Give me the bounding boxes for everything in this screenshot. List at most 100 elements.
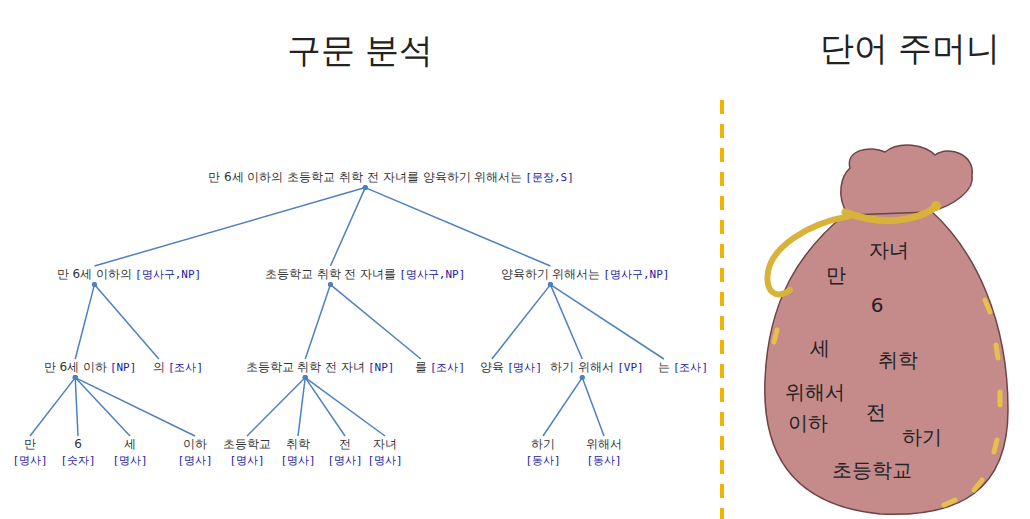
bag-stitch: [774, 330, 777, 342]
bag-rope-loop: [768, 216, 850, 294]
tree-branch: [305, 378, 385, 436]
bag-word: 자녀: [869, 238, 909, 262]
branch-dot: [328, 282, 333, 287]
branch-dot: [303, 375, 308, 380]
phrase-text: 전: [339, 437, 351, 453]
pos-tag: [명사]: [112, 454, 147, 468]
bag-body: [765, 210, 1008, 514]
branch-dot: [328, 282, 333, 287]
tree-branch: [75, 378, 78, 436]
phrase-node: 하기 위해서[VP]: [548, 360, 645, 376]
bag-rope: [845, 207, 936, 221]
phrase-text: 위해서: [586, 437, 622, 453]
leaf-word: 세[명사]: [110, 437, 149, 468]
phrase-node: 양육[명사]: [478, 360, 544, 376]
phrase-text: 6: [74, 437, 82, 453]
pos-tag: [명사]: [507, 361, 542, 375]
leaf-word: 자녀[명사]: [365, 437, 404, 468]
pos-tag: [명사구,NP]: [135, 268, 201, 282]
phrase-text: 초등학교 취학 전 자녀: [246, 360, 365, 376]
pos-tag: [조사]: [430, 361, 465, 375]
phrase-text: 초등학교: [223, 437, 271, 453]
tree-branch: [305, 285, 330, 359]
branch-dot: [548, 282, 553, 287]
bag-stitch: [998, 392, 1003, 405]
section-heading: 구문 분석: [287, 30, 434, 71]
phrase-node: 만 6세 이하의[명사구,NP]: [55, 267, 203, 283]
branch-dot: [580, 375, 585, 380]
bag-word: 취학: [878, 348, 918, 372]
branch-dot: [73, 375, 78, 380]
tree-branch: [94, 285, 158, 359]
phrase-text: 를: [415, 360, 427, 376]
leaf-word: 6[숫자]: [58, 437, 97, 468]
tree-branch: [247, 378, 305, 436]
branch-dot: [303, 375, 308, 380]
pos-tag: [동사]: [525, 454, 560, 468]
branch-dot: [73, 375, 78, 380]
branch-dot: [303, 375, 308, 380]
branch-dot: [548, 282, 553, 287]
pos-tag: [문장,S]: [525, 171, 574, 185]
rope-knot: [931, 201, 941, 211]
leaf-word: 취학[명사]: [278, 437, 317, 468]
bag-stitch: [974, 480, 982, 490]
dashed-divider: [720, 100, 724, 519]
bag-stitch: [996, 345, 998, 358]
pos-tag: [명사]: [280, 454, 315, 468]
phrase-text: 만: [24, 437, 36, 453]
leaf-word: 만[명사]: [10, 437, 49, 468]
bag-top: [841, 145, 973, 215]
tree-branch: [492, 285, 551, 359]
phrase-text: 는: [658, 360, 670, 376]
branch-dot: [363, 185, 368, 190]
phrase-node: 의[조사]: [151, 360, 205, 376]
pos-tag: [숫자]: [60, 454, 95, 468]
branch-dot: [303, 375, 308, 380]
phrase-text: 초등학교 취학 전 자녀를: [265, 267, 396, 283]
bag-word: 6: [871, 293, 884, 317]
bag-word: 만: [826, 263, 846, 287]
tree-branch: [75, 285, 94, 359]
tree-branch: [365, 188, 550, 266]
pos-tag: [명사]: [12, 454, 47, 468]
tree-branch: [305, 378, 345, 436]
pos-tag: [NP]: [368, 361, 395, 375]
phrase-node: 를[조사]: [413, 360, 467, 376]
pos-tag: [NP]: [110, 361, 137, 375]
tree-branch: [298, 378, 305, 436]
phrase-text: 취학: [286, 437, 310, 453]
section-heading: 단어 주머니: [820, 28, 1001, 69]
phrase-text: 하기: [531, 437, 555, 453]
phrase-node: 만 6세 이하[NP]: [42, 360, 139, 376]
phrase-text: 하기 위해서: [550, 360, 614, 376]
branch-dot: [363, 185, 368, 190]
phrase-text: 양육하기 위해서는: [501, 267, 601, 283]
bag-stitch: [994, 440, 997, 452]
pos-tag: [명사]: [177, 454, 212, 468]
bag-word: 세: [810, 336, 830, 360]
leaf-word: 이하[명사]: [175, 437, 214, 468]
pos-tag: [명사]: [367, 454, 402, 468]
phrase-node: 초등학교 취학 전 자녀를[명사구,NP]: [263, 267, 468, 283]
pos-tag: [VP]: [617, 361, 644, 375]
bag-word: 초등학교: [832, 458, 912, 482]
pos-tag: [조사]: [168, 361, 203, 375]
leaf-word: 전[명사]: [325, 437, 364, 468]
word-bag: 자녀만6세취학위해서이하전하기초등학교: [755, 128, 1025, 519]
phrase-node: 초등학교 취학 전 자녀[NP]: [244, 360, 397, 376]
bag-stitch: [944, 500, 955, 505]
phrase-node: 는[조사]: [656, 360, 710, 376]
phrase-text: 이하: [183, 437, 207, 453]
pos-tag: [명사]: [229, 454, 264, 468]
branch-dot: [363, 185, 368, 190]
phrase-node: 양육하기 위해서는[명사구,NP]: [499, 267, 672, 283]
bag-word: 이하: [788, 411, 828, 435]
tree-branch: [550, 285, 663, 359]
phrase-text: 만 6세 이하의 초등학교 취학 전 자녀를 양육하기 위해서는: [208, 170, 522, 186]
tree-branch: [75, 378, 195, 436]
pos-tag: [명사구,NP]: [603, 268, 669, 282]
tree-branch: [94, 188, 365, 266]
